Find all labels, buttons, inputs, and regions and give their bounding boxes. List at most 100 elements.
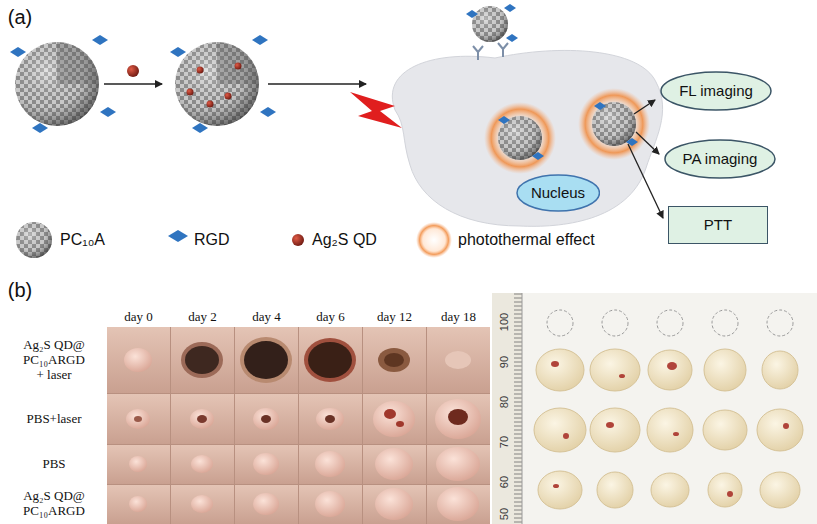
ruler-number: 60 [498,476,511,488]
output-arrow [634,100,655,114]
mouse-photo-grid [304,338,356,382]
excised-tumor [704,349,746,391]
row-label: Ag₂S QD@ PC₁₀ARGD + laser [19,338,89,383]
mouse-photo-grid [299,394,362,444]
empty-tumor-site [547,310,573,336]
photothermal-halo [578,88,650,160]
tumor-blood-spot [563,433,569,439]
mouse-photo-grid [107,327,490,524]
tumor-blood-spot [606,422,614,428]
node-text: FL imaging [679,82,753,100]
rgd-ligand [10,35,116,133]
mouse-photo-grid [384,409,396,419]
reaction-arrow [268,84,366,85]
mouse-photo-grid [384,353,404,367]
mouse-photo-grid [375,488,413,520]
mouse-photo-grid [235,445,298,484]
tumor-blood-spot [783,423,789,429]
empty-tumor-site [767,310,793,336]
mouse-photo-grid [235,327,298,393]
mouse-photo-grid [375,448,413,480]
internalized-nanoparticle [532,152,544,160]
rgd-ligand [192,123,208,133]
mouse-photo-grid [378,348,410,372]
empty-tumor-site [712,310,738,336]
loaded-nanoparticle [175,42,259,126]
mouse-photo-grid [427,327,490,393]
rgd-ligand [32,123,48,133]
row-label: PBS [6,457,102,472]
cell-receptor [473,46,483,60]
mouse-photo-grid [107,445,170,484]
laser-bolt [350,92,402,128]
tumor-blood-spot [551,361,559,367]
imaging-ellipse-shape [665,140,775,178]
mouse-photo-grid [363,445,426,484]
excised-tumor [534,349,803,509]
mouse-photo-grid [448,409,468,425]
photothermal-halo [484,88,650,174]
approaching-nanoparticle [472,6,508,42]
empty-tumor-site [602,310,628,336]
mouse-photo-grid [253,493,279,515]
column-header: day 4 [252,310,281,325]
panel-label: (a) [8,6,32,29]
loaded-nanoparticle [175,42,259,126]
loaded-nanoparticle [235,63,242,70]
mouse-photo-grid [363,485,426,524]
tumor-photo [522,293,523,524]
therapy-box: PTT [668,206,768,244]
node-text: PTT [704,216,732,234]
mouse-photo-grid [235,485,298,524]
legend-halo-sample [416,222,452,258]
excised-tumor [757,409,803,451]
mouse-photo-grid [171,394,234,444]
ruler-number: 50 [498,508,511,520]
approaching-nanoparticle [466,4,518,42]
mouse-photo-grid [315,491,345,517]
mouse-photo-grid [363,394,426,444]
ruler-number: 100 [498,313,511,331]
column-header: day 2 [188,310,217,325]
empty-tumor-site [547,310,793,336]
rgd-ligand [92,35,108,45]
excised-tumor [651,473,689,507]
internalized-nanoparticle [498,116,542,160]
column-header: day 6 [316,310,345,325]
legend-sphere-sample [16,222,52,258]
excised-tumor [534,408,586,452]
nucleus-ellipse-shape [517,175,599,211]
legend-text: RGD [194,231,230,249]
panel-label: (b) [8,279,32,302]
mouse-photo-grid [299,445,362,484]
empty-tumor-site [657,310,683,336]
excised-tumor [590,408,640,452]
mouse-photo-grid [427,445,490,484]
approaching-nanoparticle [504,4,516,12]
excised-tumor [536,349,584,391]
laser-bolt [350,92,402,128]
excised-tumor [648,350,692,390]
tumor-photo [492,293,522,524]
mouse-photo-grid [171,485,234,524]
mouse-photo-grid [299,485,362,524]
mouse-photo-grid [235,394,298,444]
tumor-photo [492,293,522,524]
mouse-photo-grid [126,409,150,429]
mouse-photo-grid [181,342,223,378]
mouse-photo-grid [107,327,490,524]
mouse-photo-grid [427,394,490,444]
tumor-blood-spot [727,491,733,497]
mouse-photo-grid [316,408,344,430]
mouse-photo-grid [129,456,147,472]
approaching-nanoparticle [472,6,508,42]
ruler-number: 80 [498,396,511,408]
mouse-photo-grid [134,416,142,422]
mouse-photo-grid [124,348,152,372]
imaging-ellipse-shape [661,72,771,110]
mouse-photo-grid [436,447,480,481]
excised-tumor [590,349,640,391]
rgd-ligand [170,35,276,133]
tumor-blood-spot [551,361,789,497]
